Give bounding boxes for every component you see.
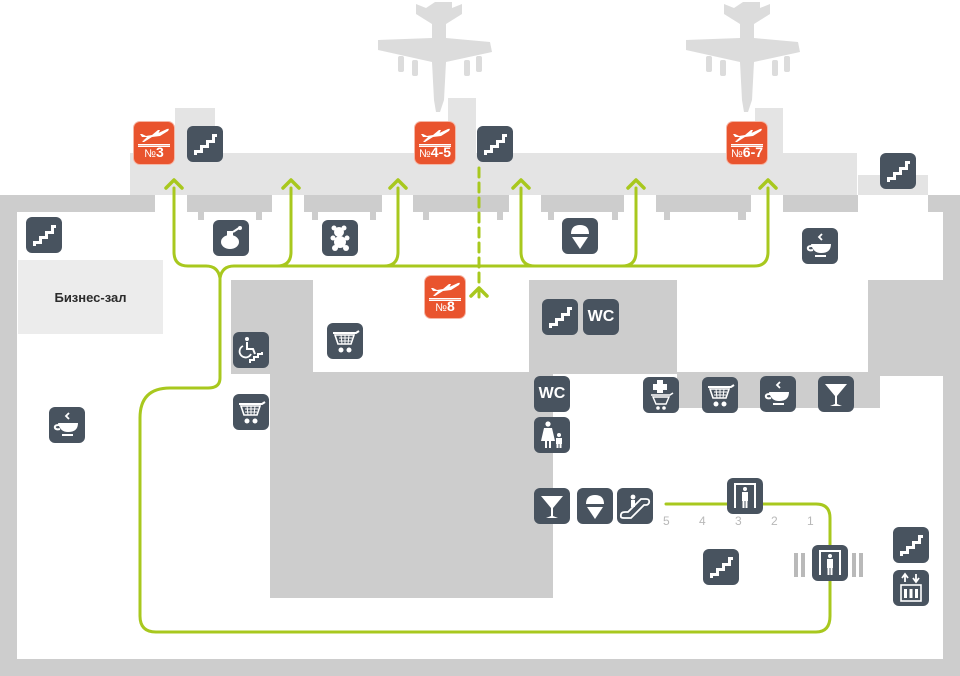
elevator-icon[interactable]: [893, 570, 929, 606]
airplane-icon: [378, 2, 492, 112]
shopping-cart-icon[interactable]: [233, 394, 269, 430]
arrow-up-icon: [388, 178, 408, 190]
gate-divider: [429, 300, 461, 301]
gate-number: №8: [435, 298, 455, 315]
wc-icon[interactable]: WC: [583, 299, 619, 335]
stairs-icon[interactable]: [187, 126, 223, 162]
wheelchair-stairs-icon[interactable]: [233, 332, 269, 368]
stairs-icon[interactable]: [26, 217, 62, 253]
ice-cream-icon[interactable]: [577, 488, 613, 524]
stairs-icon[interactable]: [542, 299, 578, 335]
gate-4-5-sign[interactable]: №4-5: [415, 122, 455, 164]
route-path: [138, 166, 832, 634]
coffee-cup-icon[interactable]: [49, 407, 85, 443]
escalator-icon[interactable]: [617, 488, 653, 524]
cocktail-bar-icon[interactable]: [534, 488, 570, 524]
security-gate-bars: [794, 553, 863, 577]
wc-label: WC: [538, 385, 566, 402]
checkpoint-number: 3: [735, 514, 742, 528]
coffee-cup-icon[interactable]: [802, 228, 838, 264]
perfume-icon[interactable]: [213, 220, 249, 256]
arrow-up-icon: [626, 178, 646, 190]
pharmacy-icon[interactable]: [643, 377, 679, 413]
cocktail-bar-icon[interactable]: [818, 376, 854, 412]
gate-number: №6-7: [730, 144, 764, 161]
stairs-icon[interactable]: [880, 153, 916, 189]
wc-label: WC: [587, 308, 615, 325]
airplane-icon: [686, 2, 800, 112]
arrow-up-icon: [164, 178, 184, 190]
ice-cream-icon[interactable]: [562, 218, 598, 254]
gate-8-sign[interactable]: №8: [425, 276, 465, 318]
security-scanner-icon[interactable]: [812, 545, 848, 581]
checkpoint-number: 1: [807, 514, 814, 528]
departure-plane-icon: [419, 128, 451, 146]
shopping-cart-icon[interactable]: [327, 323, 363, 359]
shopping-cart-icon[interactable]: [702, 377, 738, 413]
checkpoint-number: 4: [699, 514, 706, 528]
mother-child-room-icon[interactable]: [534, 417, 570, 453]
checkpoint-number: 5: [663, 514, 670, 528]
arrow-up-icon: [511, 178, 531, 190]
arrow-up-icon: [281, 178, 301, 190]
stairs-icon[interactable]: [703, 549, 739, 585]
coffee-cup-icon[interactable]: [760, 376, 796, 412]
gate-divider: [419, 146, 451, 147]
wc-icon[interactable]: WC: [534, 376, 570, 412]
gate-3-sign[interactable]: №3: [134, 122, 174, 164]
arrow-up-icon: [469, 286, 489, 298]
gate-6-7-sign[interactable]: №6-7: [727, 122, 767, 164]
gate-divider: [138, 146, 170, 147]
departure-plane-icon: [429, 282, 461, 300]
business-lounge-area: [18, 260, 163, 334]
departure-plane-icon: [731, 128, 763, 146]
stairs-icon[interactable]: [477, 126, 513, 162]
gate-number: №4-5: [418, 144, 452, 161]
departure-plane-icon: [138, 128, 170, 146]
checkpoint-number: 2: [771, 514, 778, 528]
gate-divider: [731, 146, 763, 147]
security-scanner-icon[interactable]: [727, 478, 763, 514]
business-lounge-label: Бизнес-зал: [54, 289, 127, 305]
toy-bear-icon[interactable]: [322, 220, 358, 256]
stairs-icon[interactable]: [893, 527, 929, 563]
route-arrows: [164, 178, 778, 298]
apron-area: [130, 98, 928, 195]
arrow-up-icon: [758, 178, 778, 190]
gate-number: №3: [144, 144, 164, 161]
